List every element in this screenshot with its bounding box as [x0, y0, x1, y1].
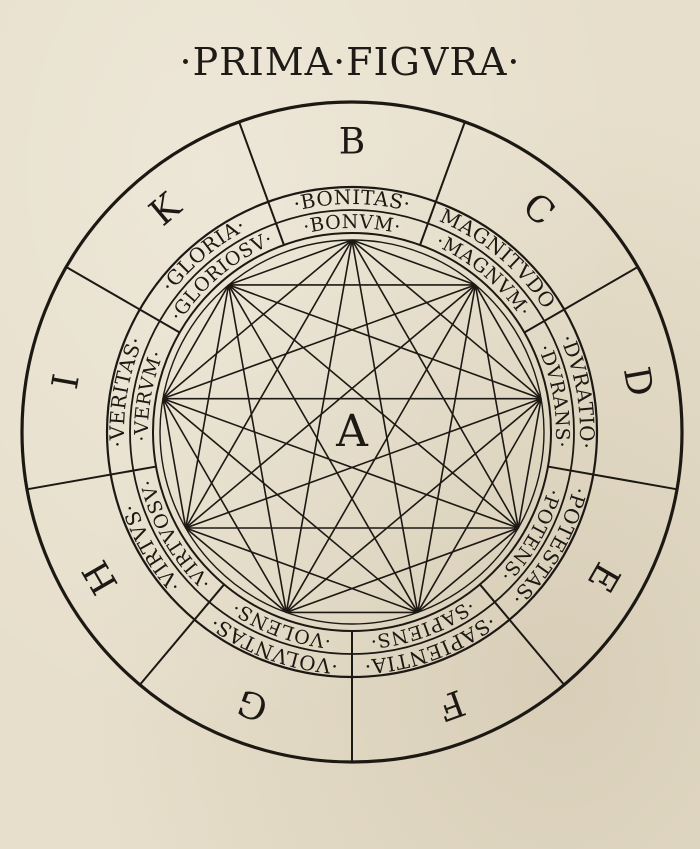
connecting-line: [162, 239, 353, 400]
segment-letter: I: [45, 371, 88, 392]
connecting-line: [416, 398, 542, 613]
connecting-line: [416, 284, 477, 613]
segment-divider: [479, 583, 565, 686]
connecting-lines: [162, 239, 542, 614]
connecting-line: [227, 284, 419, 613]
connecting-line: [351, 239, 542, 400]
connecting-line: [351, 239, 519, 529]
connecting-line: [162, 397, 519, 529]
connecting-line: [474, 284, 542, 400]
connecting-line: [351, 239, 419, 613]
connecting-line: [185, 527, 418, 614]
segment-letter: K: [142, 185, 190, 234]
connecting-line: [351, 239, 476, 286]
segment-inner-word: ·BONVM·: [301, 211, 403, 238]
segment-divider: [65, 266, 181, 334]
segment-letter: E: [579, 555, 628, 598]
connecting-line: [228, 284, 519, 529]
page-title: ·PRIMA·FIGVRA·: [179, 40, 521, 84]
connecting-line: [162, 398, 187, 529]
segment-letter: C: [515, 185, 562, 234]
connecting-line: [417, 527, 519, 614]
segment-letter: G: [232, 680, 273, 728]
connecting-line: [228, 239, 353, 286]
connecting-line: [474, 284, 520, 529]
segment-dividers: [26, 121, 678, 762]
connecting-line: [285, 398, 542, 614]
segment-divider: [547, 465, 678, 491]
connecting-line: [517, 398, 542, 529]
connecting-line: [162, 398, 419, 614]
segment-divider: [419, 121, 466, 246]
segment-letter: F: [432, 681, 470, 728]
connecting-line: [185, 527, 287, 614]
connecting-line: [185, 239, 353, 529]
connecting-line: [286, 527, 519, 614]
segment-letter: D: [615, 364, 660, 400]
connecting-line: [162, 398, 288, 613]
connecting-line: [228, 284, 542, 400]
segment-letter: H: [75, 553, 126, 601]
segment-divider: [26, 465, 157, 491]
segment-divider: [523, 266, 639, 334]
connecting-line: [285, 239, 353, 613]
segment-letter: B: [339, 122, 365, 163]
segment-divider: [238, 121, 285, 246]
segment-divider: [139, 583, 225, 686]
connecting-line: [185, 397, 542, 529]
connecting-line: [184, 284, 230, 529]
center-group: A: [335, 406, 369, 457]
connecting-line: [162, 284, 230, 400]
connecting-line: [162, 284, 476, 400]
connecting-line: [185, 284, 476, 529]
connecting-line: [227, 284, 288, 613]
connecting-line: [285, 284, 477, 613]
center-letter-a: A: [335, 406, 369, 457]
